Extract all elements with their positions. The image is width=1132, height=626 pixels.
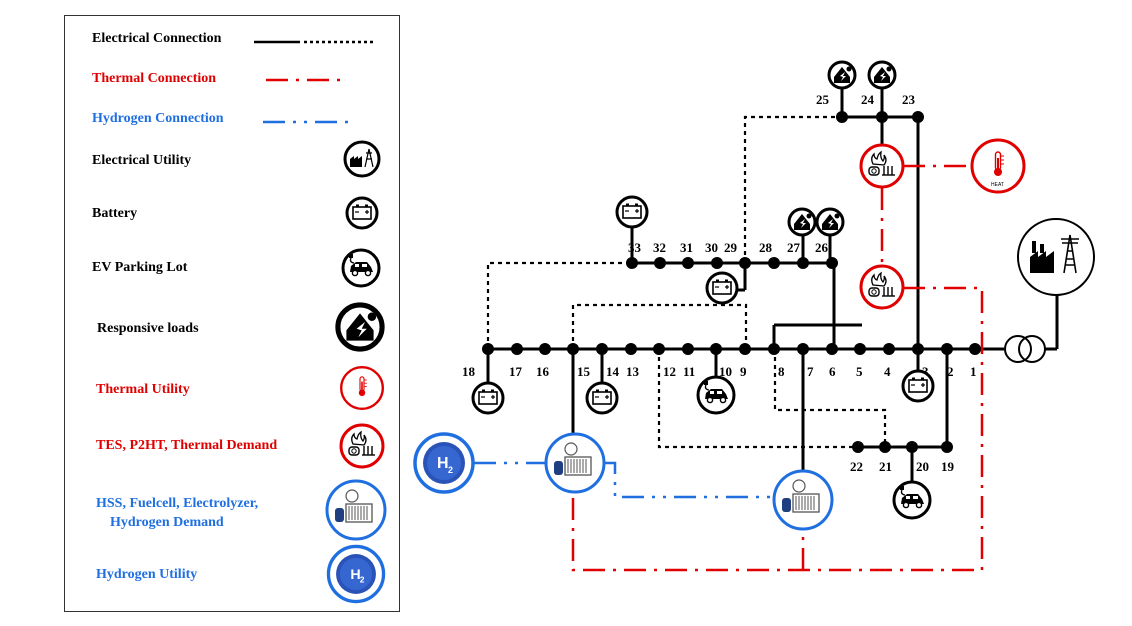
bus-label-11: 11 <box>683 364 695 379</box>
responsive-load-icon <box>827 60 857 90</box>
bus-label-21: 21 <box>879 459 892 474</box>
battery-icon <box>901 369 935 403</box>
legend-hydrogen-connection: Hydrogen Connection <box>92 111 224 126</box>
bus-label-9: 9 <box>740 364 747 379</box>
legend-hydrogen-utility: Hydrogen Utility <box>96 567 198 582</box>
bus-nodes <box>482 111 981 453</box>
thermal-lines <box>571 164 984 572</box>
bus-label-30: 30 <box>705 240 718 255</box>
bus-label-15: 15 <box>577 364 591 379</box>
bus-label-26: 26 <box>815 240 829 255</box>
legend-battery-icon <box>345 196 379 230</box>
responsive-load-icon <box>867 60 897 90</box>
legend-tes-p2ht: TES, P2HT, Thermal Demand <box>96 438 278 453</box>
bus-label-12: 12 <box>663 364 676 379</box>
bus-label-24: 24 <box>861 92 875 107</box>
bus-label-17: 17 <box>509 364 523 379</box>
ev-parking-icon <box>892 480 932 520</box>
bus-label-13: 13 <box>626 364 640 379</box>
legend-hss-line2: Hydrogen Demand <box>110 515 224 530</box>
battery-icon <box>471 381 505 415</box>
tes-p2ht-icon <box>859 143 905 189</box>
hydrogen-lines <box>474 461 772 499</box>
bus-label-19: 19 <box>941 459 955 474</box>
bus-label-33: 33 <box>628 240 642 255</box>
bus-label-4: 4 <box>884 364 891 379</box>
svg-text:H: H <box>350 567 360 583</box>
transformer <box>1004 335 1046 363</box>
bus-label-2: 2 <box>947 364 954 379</box>
legend-hss-icon <box>325 479 387 541</box>
bus-label-27: 27 <box>787 240 801 255</box>
bus-label-18: 18 <box>462 364 476 379</box>
svg-text:H: H <box>437 455 449 472</box>
svg-text:HEAT: HEAT <box>991 182 1004 188</box>
legend-thermal-utility-icon <box>340 366 384 410</box>
tie-lines <box>486 115 887 449</box>
legend-thermal-connection: Thermal Connection <box>92 71 217 86</box>
responsive-load-icon <box>787 207 817 237</box>
legend-panel <box>64 15 400 612</box>
legend-electrical-utility-icon <box>343 140 381 178</box>
bus-label-23: 23 <box>902 92 916 107</box>
bus-label-16: 16 <box>536 364 550 379</box>
battery-icon <box>615 195 649 229</box>
bus-label-10: 10 <box>719 364 732 379</box>
legend-electrical-utility: Electrical Utility <box>92 153 192 168</box>
hydrogen-system-icon <box>772 469 834 531</box>
legend-ev-icon <box>341 248 381 288</box>
svg-text:2: 2 <box>360 575 365 585</box>
legend-thermal-utility: Thermal Utility <box>96 382 190 397</box>
legend-tes-icon <box>339 423 385 469</box>
bus-label-20: 20 <box>916 459 929 474</box>
ev-parking-icon <box>696 375 736 415</box>
legend-hydrogen-utility-icon: H 2 <box>326 544 386 604</box>
legend-responsive-load-icon <box>338 305 382 349</box>
legend-hss-line1: HSS, Fuelcell, Electrolyzer, <box>96 496 259 511</box>
bus-label-5: 5 <box>856 364 863 379</box>
bus-label-1: 1 <box>970 364 977 379</box>
svg-text:2: 2 <box>448 465 453 475</box>
battery-icon <box>585 381 619 415</box>
legend-responsive-loads: Responsive loads <box>97 321 199 336</box>
bus-label-28: 28 <box>759 240 773 255</box>
hydrogen-utility-icon: H 2 <box>413 432 475 494</box>
bus-label-22: 22 <box>850 459 863 474</box>
hydrogen-system-icon <box>544 432 606 494</box>
bus-label-32: 32 <box>653 240 666 255</box>
electrical-utility-icon <box>1017 218 1095 296</box>
legend-electrical-connection: Electrical Connection <box>92 31 222 46</box>
electrical-lines <box>486 85 1059 482</box>
tes-p2ht-icon <box>859 264 905 310</box>
bus-label-25: 25 <box>816 92 830 107</box>
bus-label-14: 14 <box>606 364 620 379</box>
responsive-load-icon <box>815 207 845 237</box>
bus-label-29: 29 <box>724 240 738 255</box>
bus-label-31: 31 <box>680 240 693 255</box>
thermal-utility-icon: HEAT <box>970 138 1026 194</box>
bus-label-8: 8 <box>778 364 785 379</box>
battery-icon <box>705 271 739 305</box>
legend-ev-parking-lot: EV Parking Lot <box>92 260 188 275</box>
bus-label-7: 7 <box>807 364 814 379</box>
bus-label-6: 6 <box>829 364 836 379</box>
legend-battery: Battery <box>92 206 138 221</box>
